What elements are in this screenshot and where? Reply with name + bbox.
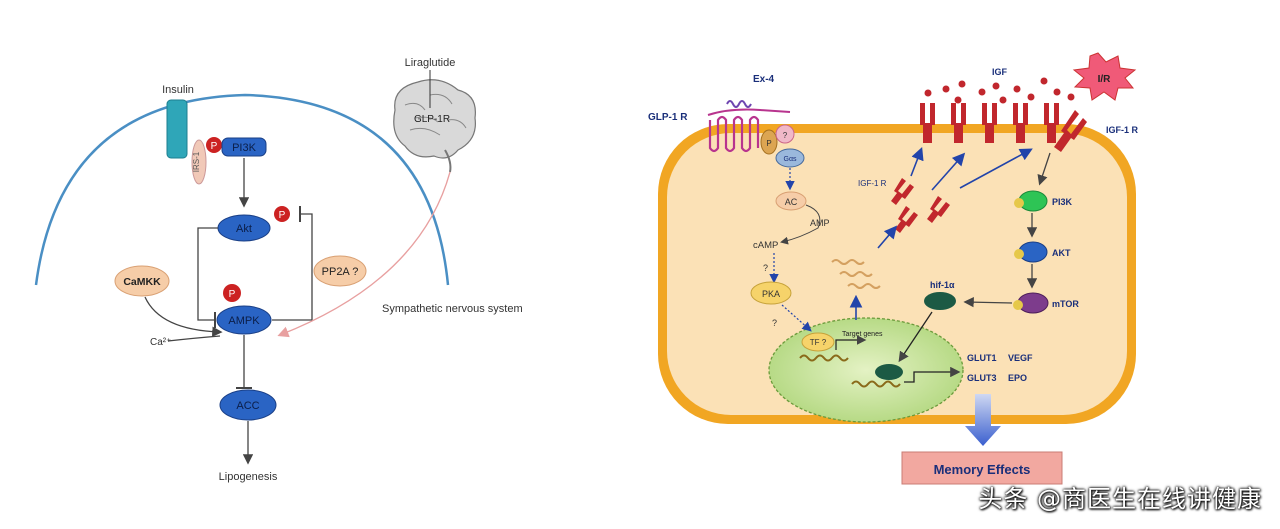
hif-label: hif-1α [930,280,955,290]
phospho-irs1 [206,137,222,153]
glut3-label: GLUT3 [967,373,997,383]
igf-label: IGF [992,67,1008,77]
camp-pka-question: ? [763,263,768,273]
hif-node [924,292,956,310]
ac-label: AC [785,197,798,207]
watermark: 头条 @商医生在线讲健康 [978,485,1262,513]
phospho-akt-label: P [279,210,286,221]
igf1r-top-label: IGF-1 R [1106,125,1139,135]
camkk-label: CaMKK [123,276,161,288]
ex4-ligand [726,100,752,108]
acc-node [219,389,277,421]
pka-label: PKA [762,289,780,299]
ac-node [775,191,807,211]
igf1-receptors [920,103,1087,152]
ampk-label: AMPK [228,315,260,327]
pp2a-node [313,255,367,287]
memory-effects-label: Memory Effects [934,462,1031,477]
ampk-node [216,305,272,335]
internalized-igf1r [891,178,950,233]
pi3k-label: PI3K [232,142,257,154]
receptor-recycle-arrow-2 [931,152,966,191]
pp2a-line [272,213,313,321]
g-protein-subunit-p [760,129,778,155]
pi3k-right-label: PI3K [1052,197,1073,207]
hif-target-arrow [904,366,961,383]
igf1r-inner-label: IGF-1 R [858,179,887,188]
brain-glp1r-label: GLP-1R [414,114,450,125]
akt-inhibits-ampk-line [197,227,218,321]
calcium-label: Ca²⁺ [150,337,171,348]
akt-label: Akt [236,223,252,235]
gas-label: Gαs [784,156,797,163]
tf-label: TF ? [810,338,827,347]
sympathetic-label: Sympathetic nervous system [382,303,523,315]
dna-strand-2 [851,380,901,388]
camp-label: cAMP [753,240,778,251]
tf-node [801,332,835,352]
mrna-to-receptor-arrow [877,225,898,249]
cell-membrane-arc [34,93,450,286]
lipogenesis-label: Lipogenesis [219,471,278,483]
pp2a-label: PP2A ? [322,266,359,278]
pi3k-phospho [1014,198,1024,208]
vegf-label: VEGF [1008,353,1033,363]
pka-tf-question: ? [772,318,777,328]
insulin-receptor [166,99,188,159]
sympathetic-arrow [277,171,451,338]
receptor-recycle-arrow-1 [910,147,924,177]
hif-to-nucleus-arrow [898,311,933,363]
receptor-recycle-arrow-3 [959,148,1033,189]
phospho-ampk-label: P [229,289,236,300]
g-protein-p-label: P [766,139,771,148]
right-pathway-diagram: Ex-4 GLP-1 R P ? Gαs AC AMP cAMP ? PKA ?… [648,52,1139,485]
glp1r-extracellular [707,108,791,116]
left-pathway-diagram: Insulin IRS-1 P PI3K Akt P PP2A ? CaMKK … [34,57,523,483]
glp1-receptor [708,115,760,153]
mtor-phospho [1013,300,1023,310]
insulin-label: Insulin [162,84,194,96]
ex4-label: Ex-4 [753,74,775,85]
g-protein-subunit-q [775,124,795,144]
epo-label: EPO [1008,373,1027,383]
target-genes-label: Target genes [842,331,883,338]
phospho-irs1-label: P [211,141,218,152]
ac-amp-camp-arrow [780,204,821,245]
mrna-strands [831,259,881,289]
igf-ligands [924,77,1075,104]
hif-bound-node [875,364,903,380]
acc-label: ACC [236,400,259,412]
phospho-ampk [223,284,241,302]
liraglutide-label: Liraglutide [405,57,456,69]
amp-label: AMP [810,218,830,228]
output-arrow [965,394,1001,446]
irs1-label: IRS-1 [192,151,201,172]
camkk-node [114,265,170,297]
target-genes-arrow [835,335,867,350]
camkk-to-ampk-arrow [144,296,223,337]
brain-icon [393,79,476,173]
g-protein-q-label: ? [783,131,788,140]
irs1-node [191,139,207,185]
receptor-to-pi3k-arrow [1037,152,1051,186]
ir-starburst [1072,52,1137,101]
dna-strand-1 [799,354,849,362]
calcium-line [167,335,221,342]
mtor-to-hif-arrow [963,296,1013,308]
akt-right-label: AKT [1052,248,1071,258]
mtor-label: mTOR [1052,299,1079,309]
ir-label: I/R [1098,74,1112,85]
phospho-akt [274,206,290,222]
glut1-label: GLUT1 [967,353,997,363]
akt-phospho [1014,249,1024,259]
glp1r-label: GLP-1 R [648,112,688,123]
memory-effects-box [901,451,1063,485]
pka-node [750,281,792,305]
pi3k-node [221,137,267,157]
gas-node [775,148,805,168]
